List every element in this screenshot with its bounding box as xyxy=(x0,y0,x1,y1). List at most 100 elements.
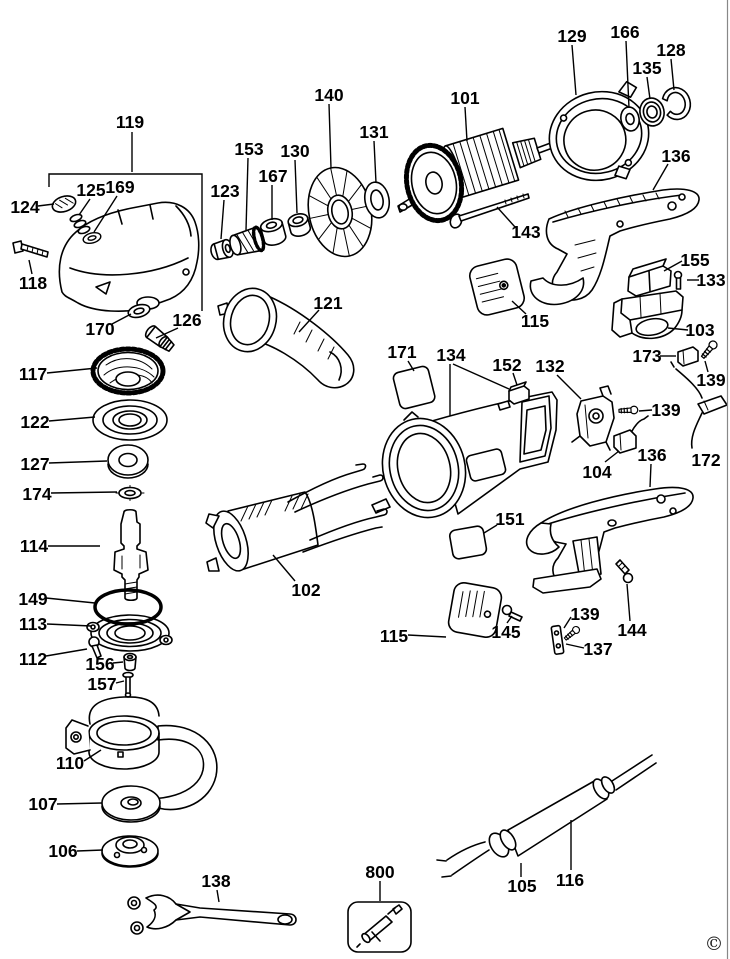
terminal-block-152 xyxy=(508,381,530,405)
leader-line-119 xyxy=(48,173,203,311)
leader-line-117 xyxy=(46,367,98,374)
leader-line-151 xyxy=(483,524,498,534)
part-label-149: 149 xyxy=(18,589,47,609)
bearing-135 xyxy=(639,97,665,127)
carbon-brush-173 xyxy=(677,346,699,367)
leader-line-171 xyxy=(407,360,415,372)
cover-oval-124 xyxy=(51,195,77,213)
cord-and-protector xyxy=(436,754,657,878)
part-label-167: 167 xyxy=(258,166,287,186)
washer-166 xyxy=(620,106,640,132)
leader-line-132 xyxy=(556,374,582,400)
screw-145 xyxy=(501,604,523,622)
part-label-115a: 115 xyxy=(521,311,549,331)
part-label-139a: 139 xyxy=(696,370,725,390)
leader-line-121 xyxy=(298,309,320,333)
part-label-122: 122 xyxy=(20,412,49,432)
part-label-169: 169 xyxy=(105,177,134,197)
pinion-153 xyxy=(229,225,266,256)
part-label-145: 145 xyxy=(491,622,520,642)
part-label-105: 105 xyxy=(507,876,536,896)
leader-line-131 xyxy=(373,140,377,184)
part-label-133: 133 xyxy=(696,270,725,290)
copyright-symbol: © xyxy=(705,933,724,955)
switch-assembly-103 xyxy=(611,290,684,340)
part-label-103: 103 xyxy=(685,320,714,340)
part-label-157: 157 xyxy=(87,674,116,694)
leader-line-169 xyxy=(93,195,118,233)
leader-line-139c xyxy=(563,616,572,629)
leader-line-139b xyxy=(638,409,653,412)
leader-line-113 xyxy=(46,623,92,627)
leader-line-104 xyxy=(604,450,620,463)
spindle-114 xyxy=(113,508,149,602)
leader-line-107 xyxy=(56,802,103,805)
blank-label-151 xyxy=(448,525,488,560)
part-label-140: 140 xyxy=(314,85,343,105)
part-label-135: 135 xyxy=(632,58,661,78)
washer-131 xyxy=(363,181,391,219)
part-label-171: 171 xyxy=(387,342,416,362)
leader-line-140 xyxy=(328,103,332,169)
part-label-139c: 139 xyxy=(570,604,599,624)
blank-label-171 xyxy=(392,365,436,410)
motor-housing-134 xyxy=(371,391,558,519)
part-label-126: 126 xyxy=(172,310,201,330)
screw-112 xyxy=(88,636,102,659)
lock-washer-174 xyxy=(115,485,145,501)
part-label-114: 114 xyxy=(20,536,48,556)
screw-144 xyxy=(615,559,634,584)
leader-line-137 xyxy=(565,643,585,649)
brush-cap-115-upper xyxy=(468,258,526,316)
part-label-110: 110 xyxy=(56,753,84,773)
part-label-136a: 136 xyxy=(661,146,690,166)
leader-line-143 xyxy=(496,206,516,228)
ferrule-156 xyxy=(123,652,137,672)
flange-122 xyxy=(92,399,168,441)
leader-line-118 xyxy=(28,259,33,275)
clamp-plate-137 xyxy=(550,624,565,655)
leader-line-110 xyxy=(83,749,102,762)
screw-139-c xyxy=(562,624,582,643)
part-label-156: 156 xyxy=(85,654,114,674)
leader-line-124 xyxy=(37,203,55,207)
part-label-153: 153 xyxy=(234,139,263,159)
clamp-nut-106 xyxy=(101,835,159,868)
leader-line-152 xyxy=(512,372,518,386)
leader-line-155 xyxy=(663,260,683,272)
part-label-101: 101 xyxy=(450,88,479,108)
leader-line-134 xyxy=(452,363,510,390)
part-label-166: 166 xyxy=(610,22,639,42)
leader-line-128 xyxy=(670,58,675,91)
leader-line-115a xyxy=(511,300,527,315)
handle-housing-upper-136 xyxy=(529,188,700,306)
leader-line-130 xyxy=(294,159,298,214)
side-handle-121 xyxy=(217,287,355,389)
brush-holder-132 xyxy=(571,385,615,451)
switch-button-155 xyxy=(627,258,672,297)
part-label-113: 113 xyxy=(19,614,47,634)
o-ring-149 xyxy=(93,588,163,626)
part-label-138: 138 xyxy=(201,871,230,891)
part-label-151: 151 xyxy=(495,509,524,529)
part-label-115b: 115 xyxy=(380,626,408,646)
leader-line-115b xyxy=(407,634,447,638)
part-label-800: 800 xyxy=(365,862,394,882)
part-label-131: 131 xyxy=(359,122,388,142)
spacer-130 xyxy=(287,212,312,237)
part-label-119: 119 xyxy=(116,112,144,132)
rod-143 xyxy=(449,193,530,229)
screw-118 xyxy=(12,240,49,258)
inner-flange-129 xyxy=(548,80,650,182)
leader-line-101 xyxy=(464,106,468,142)
part-label-112: 112 xyxy=(19,649,47,669)
part-label-139b: 139 xyxy=(651,400,680,420)
leader-line-139a xyxy=(704,360,709,373)
part-label-102: 102 xyxy=(291,580,320,600)
leader-line-145 xyxy=(506,615,513,624)
part-label-106: 106 xyxy=(48,841,77,861)
part-label-172: 172 xyxy=(691,450,720,470)
